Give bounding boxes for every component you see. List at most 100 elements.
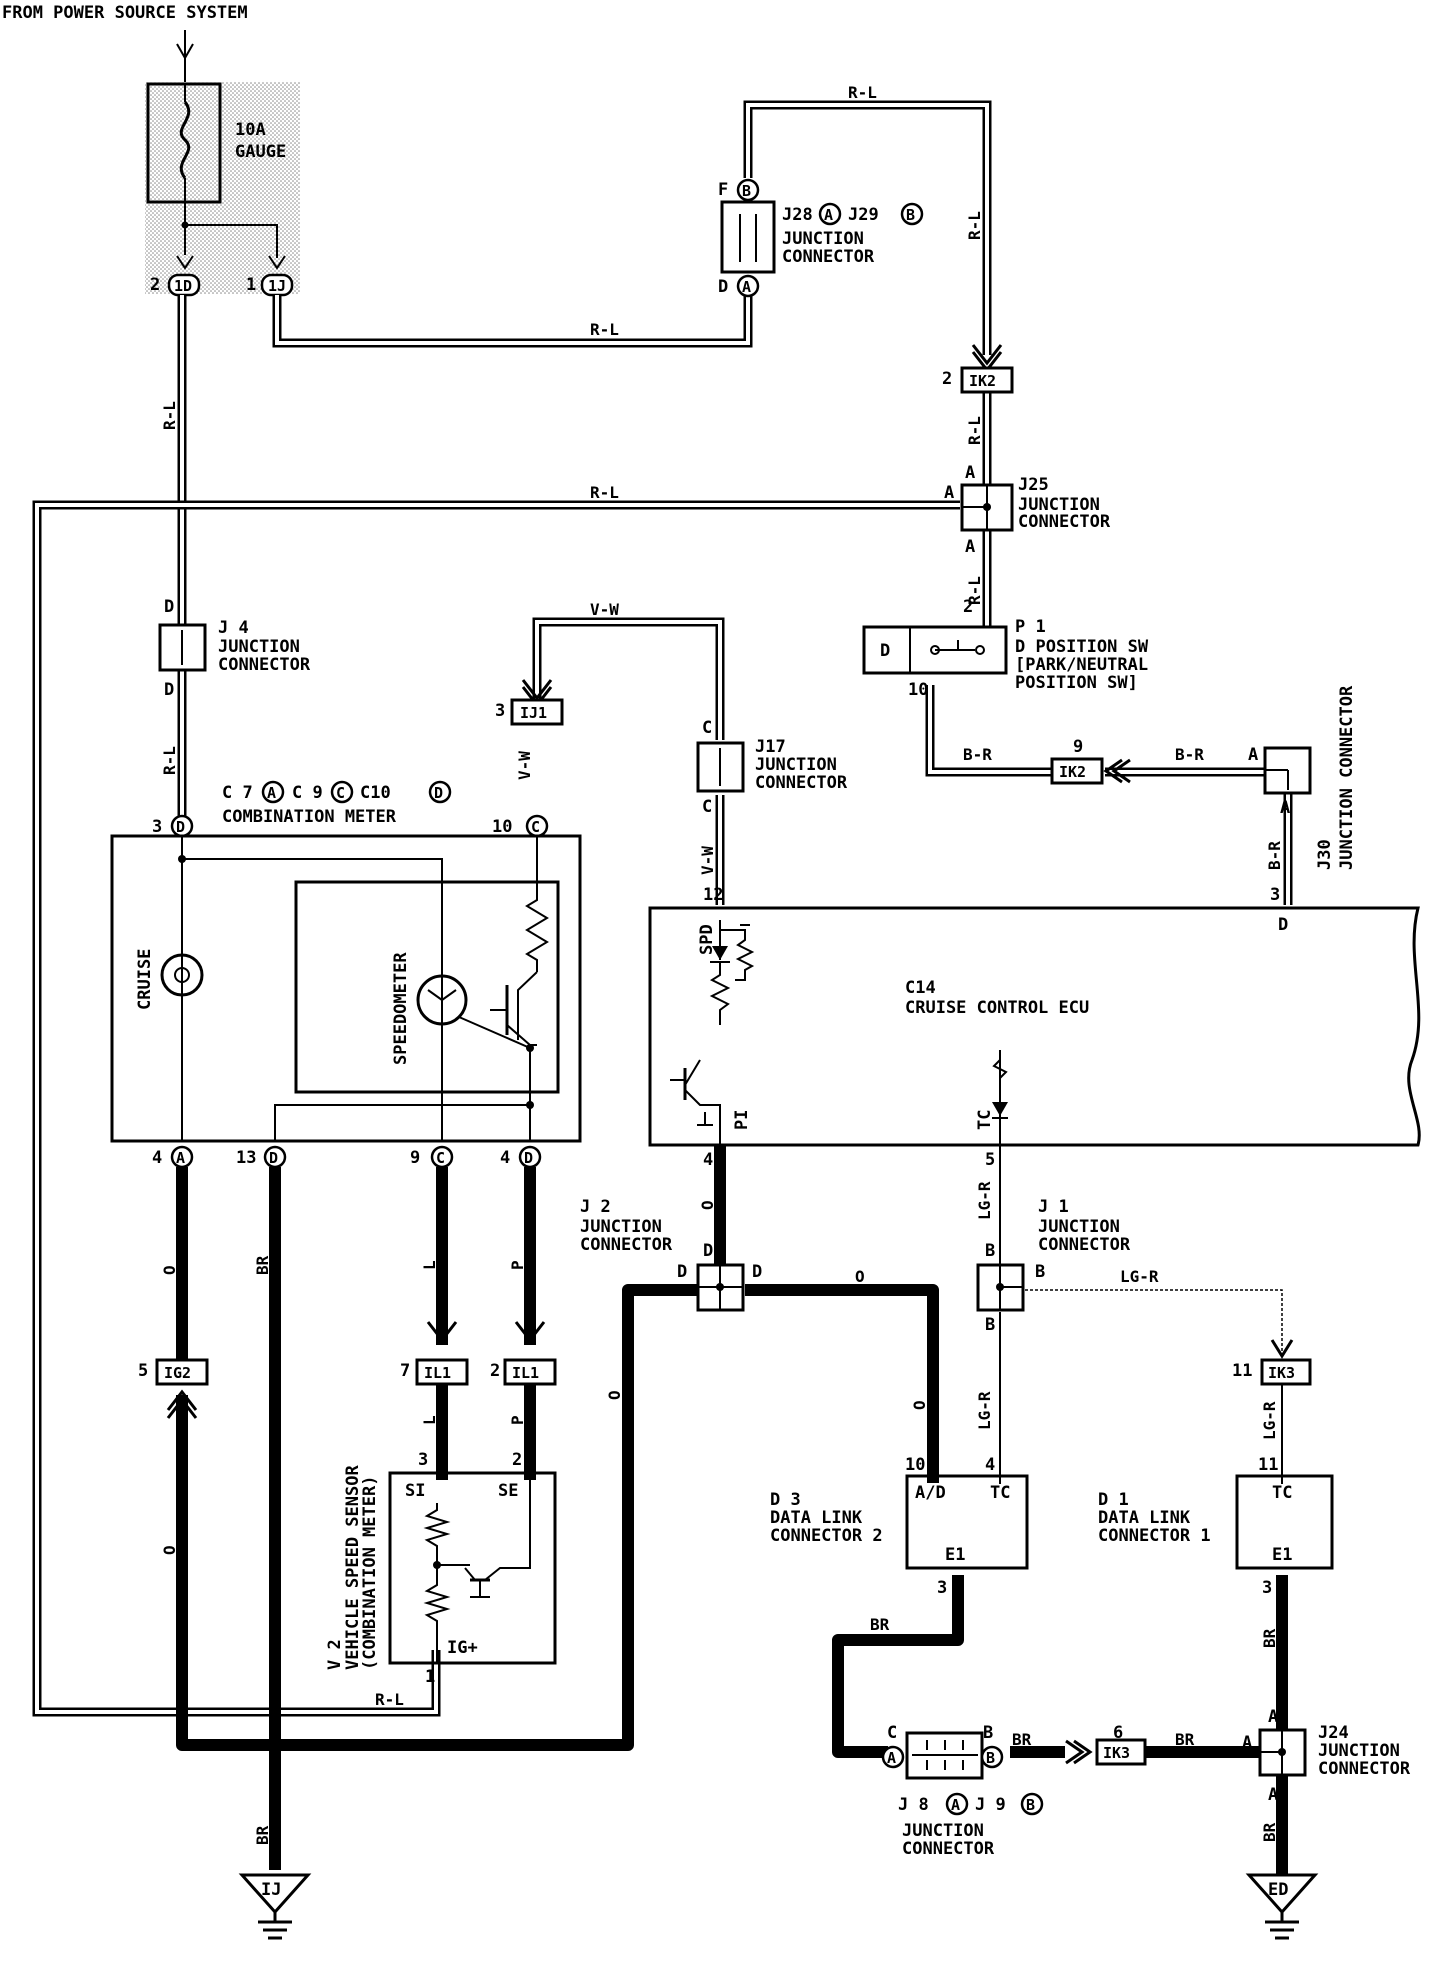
svg-text:4: 4 [500,1148,510,1168]
svg-text:4: 4 [703,1150,713,1170]
svg-text:CONNECTOR: CONNECTOR [1038,1235,1131,1255]
svg-text:A: A [965,537,975,557]
svg-text:C: C [531,818,540,836]
svg-text:3: 3 [1270,885,1280,905]
svg-text:E1: E1 [1272,1545,1292,1565]
svg-text:CRUISE CONTROL ECU: CRUISE CONTROL ECU [905,998,1089,1018]
svg-text:12: 12 [703,885,723,905]
svg-text:3: 3 [495,701,505,721]
fuse-pin-left: 2 [150,275,160,295]
meter-resistor-icon [525,885,549,972]
svg-text:CONNECTOR: CONNECTOR [782,247,875,267]
j24-junction-connector: A A A J24 JUNCTION CONNECTOR [1242,1707,1411,1805]
wire-label-lgr-3: LG-R [975,1391,994,1430]
pi-transistor-icon [684,1059,701,1086]
svg-text:A: A [951,1796,960,1814]
wire-label-lgr-2: LG-R [1120,1267,1159,1286]
svg-text:J28: J28 [782,205,813,225]
svg-text:10: 10 [908,680,928,700]
wire-label-br-ik3: BR [1175,1730,1195,1749]
svg-text:10: 10 [492,817,512,837]
svg-text:D: D [880,641,890,661]
svg-text:J 1: J 1 [1038,1197,1069,1217]
svg-text:JUNCTION: JUNCTION [1038,1217,1120,1237]
wire-label-rl-bottom: R-L [375,1690,404,1709]
svg-text:JUNCTION CONNECTOR: JUNCTION CONNECTOR [1337,685,1357,870]
svg-text:J29: J29 [848,205,879,225]
svg-text:CONNECTOR 1: CONNECTOR 1 [1098,1526,1211,1546]
svg-text:3: 3 [1262,1578,1272,1598]
svg-text:C: C [702,718,712,738]
svg-text:CONNECTOR: CONNECTOR [755,773,848,793]
speedometer-gauge-icon [416,974,468,1026]
wire-label-br-3: B-R [1265,841,1284,870]
svg-text:POSITION SW]: POSITION SW] [1015,673,1138,693]
ik3-connector-a: 11 IK3 [1232,1358,1312,1386]
ik2-connector-top: 2 IK2 [942,344,1014,394]
svg-text:3: 3 [152,817,162,837]
j28-junction-connector: F B D A J28 A J29 B JUNCTION CONNECTOR [718,178,924,298]
svg-text:C 9: C 9 [292,783,323,803]
svg-text:D: D [434,784,443,802]
svg-text:IK2: IK2 [1059,763,1086,781]
cruise-indicator-lamp-icon [160,953,204,997]
svg-text:J24: J24 [1318,1723,1349,1743]
wire-label-rl-mid: R-L [590,320,619,339]
svg-text:JUNCTION: JUNCTION [782,229,864,249]
wire-label-rl-left: R-L [160,401,179,430]
wire-label-rl-left2: R-L [160,746,179,775]
svg-text:B: B [985,1315,995,1335]
wire-label-vw-left: V-W [515,751,534,780]
svg-text:9: 9 [410,1148,420,1168]
j4-junction-connector: D D J 4 JUNCTION CONNECTOR [158,597,311,700]
svg-text:A: A [742,278,751,296]
j17-junction-connector: C C J17 JUNCTION CONNECTOR [696,718,848,817]
ij1-connector: 3 IJ1 [495,679,564,726]
svg-text:D: D [752,1262,762,1282]
j8-junction-connector: C A B B J 8 A J 9 B JUNCTION CONNECTOR [881,1723,1044,1859]
svg-text:IG2: IG2 [164,1364,191,1382]
svg-text:D: D [269,1149,278,1167]
wire-label-p-1: P [508,1260,527,1270]
svg-text:PI: PI [732,1110,752,1130]
svg-text:IK3: IK3 [1268,1364,1295,1382]
fuse-icon [179,101,191,179]
wire-label-o-3: O [605,1390,624,1400]
svg-text:11: 11 [1258,1455,1278,1475]
svg-text:D 3: D 3 [770,1490,801,1510]
ik3-connector-b: 6 IK3 [1065,1723,1147,1766]
svg-text:2: 2 [490,1361,500,1381]
wire-label-o-ecu: O [698,1200,717,1210]
wire-label-vw-right: V-W [698,846,717,875]
svg-text:C 7: C 7 [222,783,253,803]
p1-position-switch: 2 D 10 P 1 D POSITION SW [PARK/NEUTRAL P… [862,597,1149,700]
svg-text:7: 7 [400,1361,410,1381]
svg-text:B: B [983,1723,993,1743]
svg-text:A: A [824,206,833,224]
svg-text:C: C [702,797,712,817]
wire-label-br-2: B-R [1175,745,1204,764]
svg-text:5: 5 [985,1150,995,1170]
svg-text:CONNECTOR: CONNECTOR [902,1839,995,1859]
il1-connector-b: 2 IL1 [490,1321,557,1386]
wire-label-o-4: O [855,1267,865,1286]
svg-text:CONNECTOR 2: CONNECTOR 2 [770,1526,883,1546]
rl-wires [32,100,1293,1717]
svg-text:6: 6 [1113,1723,1123,1743]
svg-text:A: A [1268,1785,1278,1805]
svg-text:11: 11 [1232,1361,1252,1381]
svg-text:E1: E1 [945,1545,965,1565]
svg-text:A: A [267,784,276,802]
svg-text:CONNECTOR: CONNECTOR [218,655,311,675]
wire-label-l-2: L [420,1415,439,1425]
svg-text:5: 5 [138,1361,148,1381]
wire-label-br-ground: BR [253,1825,272,1845]
fuse-block: 10A GAUGE 2 1D 1 1J [145,82,300,297]
d1-data-link-connector: D 1 DATA LINK CONNECTOR 1 11 TC E1 3 [1098,1455,1334,1598]
svg-text:C: C [336,784,345,802]
svg-text:IK3: IK3 [1103,1744,1130,1762]
svg-text:10: 10 [905,1455,925,1475]
svg-text:F: F [718,180,728,200]
svg-text:D: D [677,1262,687,1282]
svg-text:IL1: IL1 [512,1364,539,1382]
